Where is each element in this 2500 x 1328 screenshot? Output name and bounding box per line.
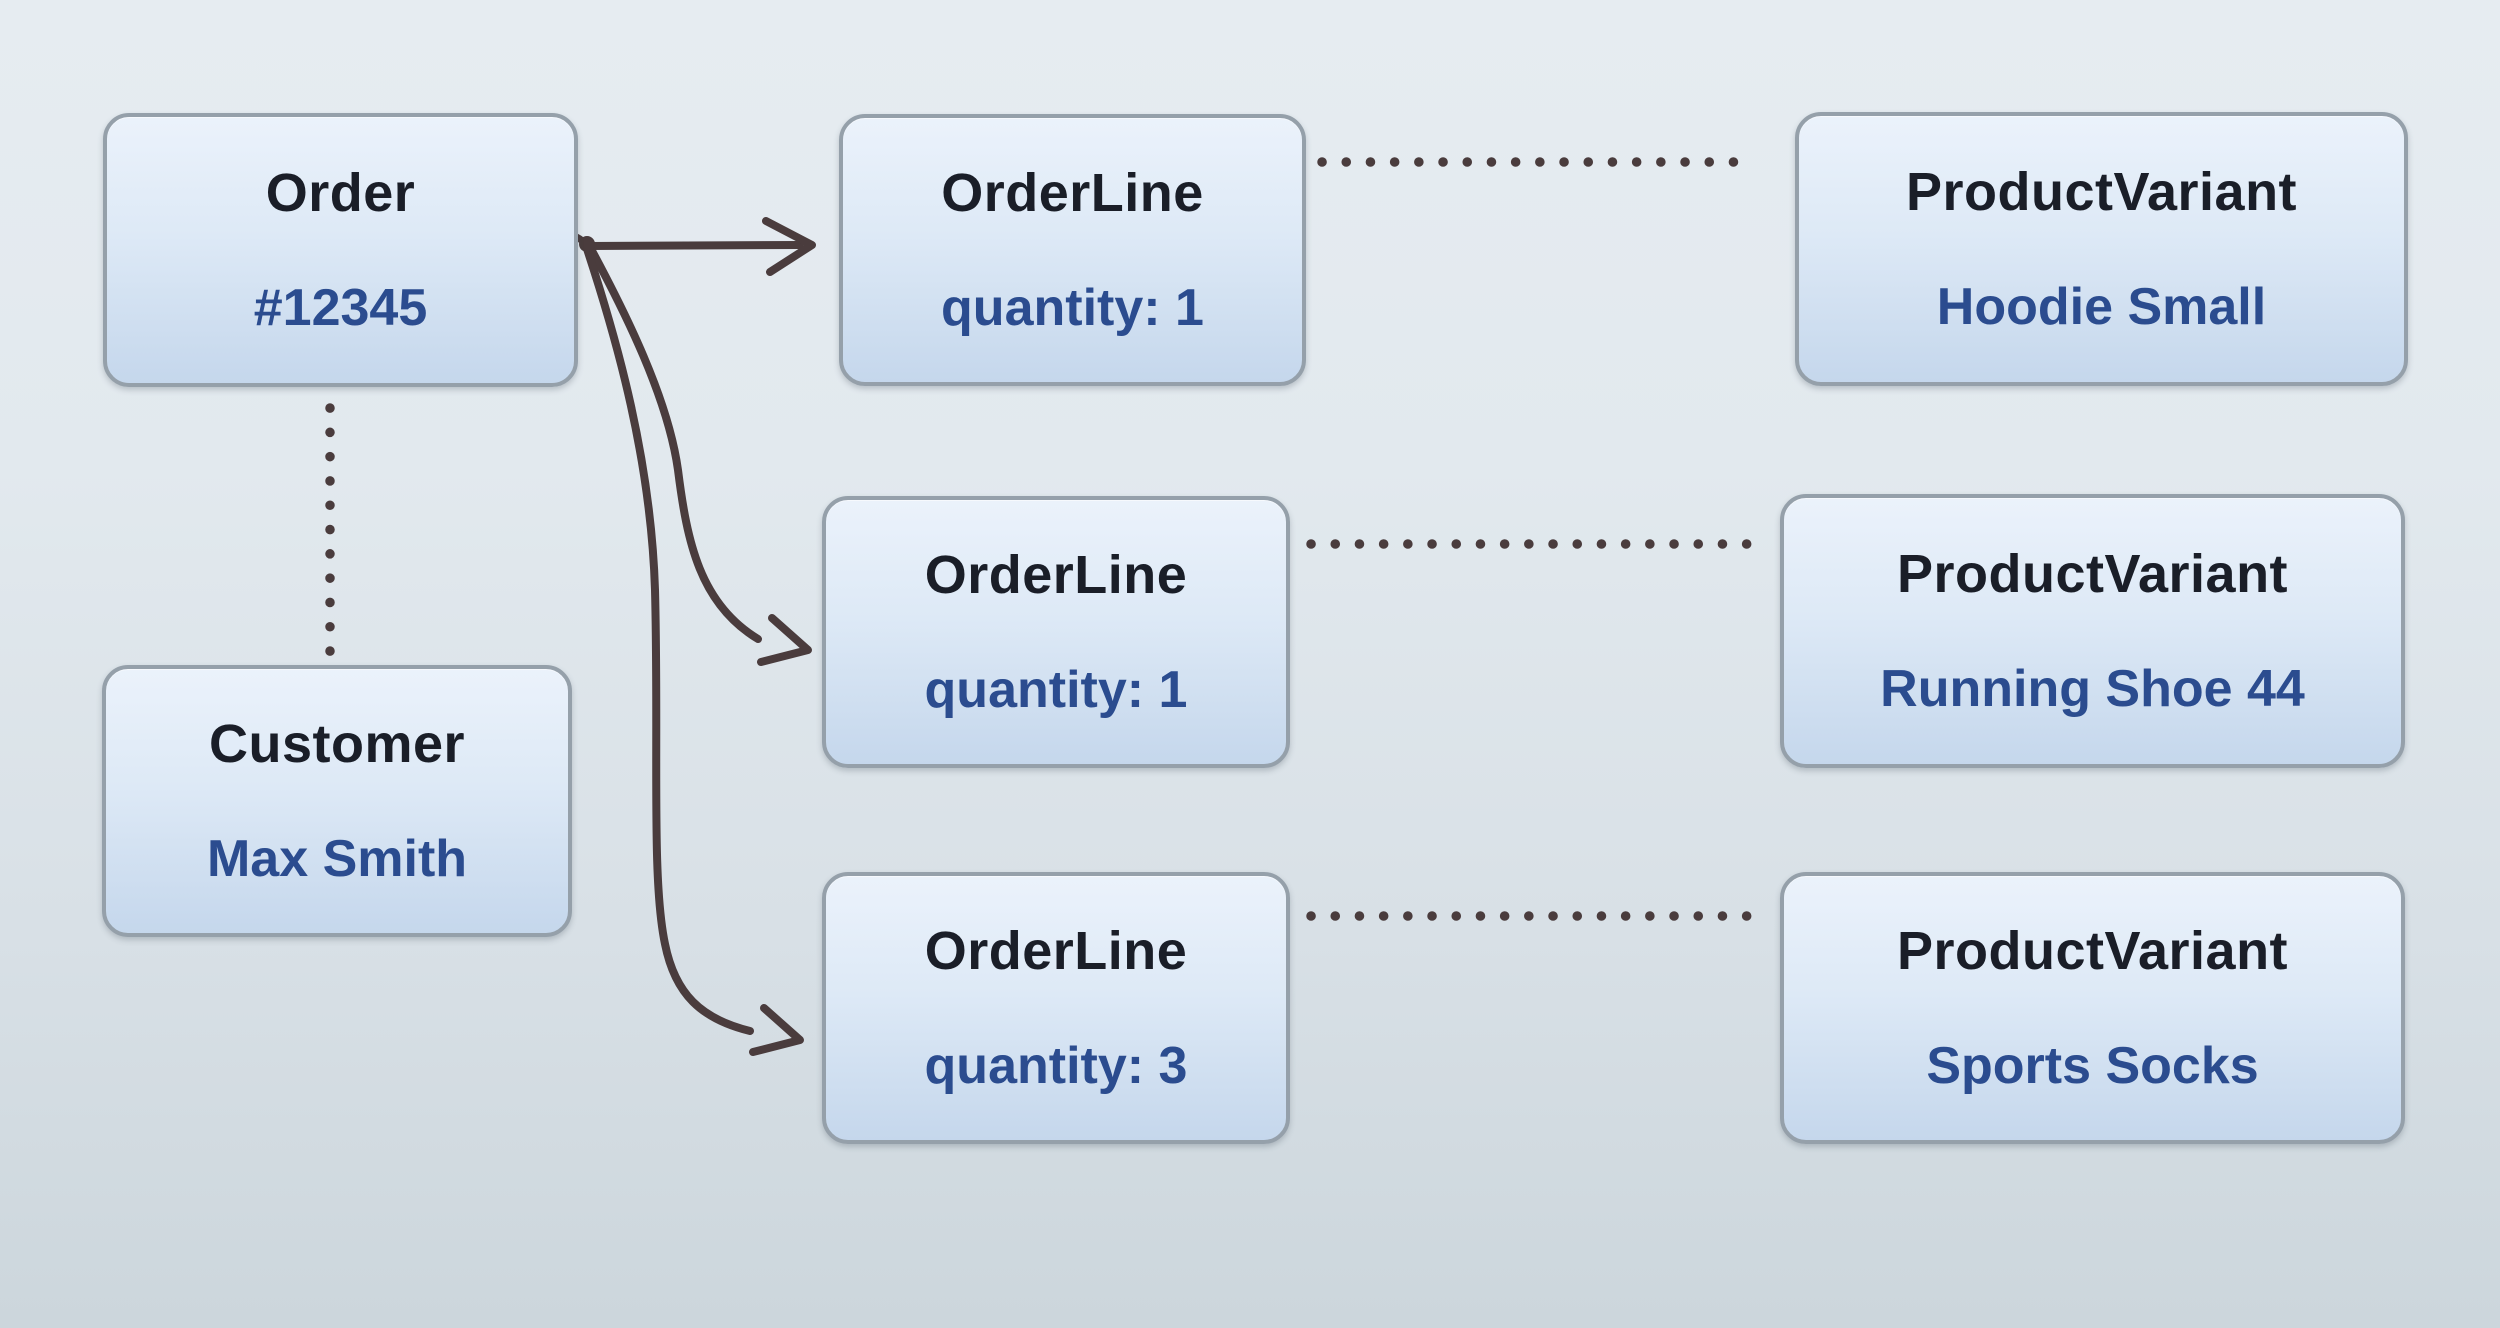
edge-order-orderline3-arrow <box>583 245 804 1056</box>
node-orderline-1-title: OrderLine <box>941 163 1204 223</box>
node-customer: Customer Max Smith <box>102 665 572 937</box>
node-orderline-1: OrderLine quantity: 1 <box>839 114 1306 386</box>
node-orderline-1-value: quantity: 1 <box>941 279 1204 337</box>
node-orderline-3: OrderLine quantity: 3 <box>822 872 1290 1144</box>
node-order-value: #12345 <box>253 279 428 337</box>
node-orderline-3-value: quantity: 3 <box>924 1037 1188 1095</box>
node-productvariant-3-value: Sports Socks <box>1926 1037 2259 1095</box>
node-productvariant-2: ProductVariant Running Shoe 44 <box>1780 494 2405 768</box>
edge-order-orderline2-arrow <box>586 243 812 666</box>
node-customer-value: Max Smith <box>206 830 468 888</box>
node-order-title: Order <box>265 163 416 223</box>
node-orderline-2-value: quantity: 1 <box>924 661 1188 719</box>
node-orderline-2-title: OrderLine <box>924 545 1188 605</box>
node-productvariant-1-title: ProductVariant <box>1905 162 2298 222</box>
node-orderline-2: OrderLine quantity: 1 <box>822 496 1290 768</box>
edge-order-orderline1-arrow <box>586 217 816 276</box>
node-order: Order #12345 <box>103 113 578 387</box>
node-productvariant-1: ProductVariant Hoodie Small <box>1795 112 2408 386</box>
node-productvariant-3: ProductVariant Sports Socks <box>1780 872 2405 1144</box>
node-customer-title: Customer <box>208 714 466 774</box>
node-orderline-3-title: OrderLine <box>924 921 1188 981</box>
node-productvariant-3-title: ProductVariant <box>1896 921 2289 981</box>
node-productvariant-2-value: Running Shoe 44 <box>1880 660 2305 718</box>
node-productvariant-1-value: Hoodie Small <box>1936 278 2267 336</box>
node-productvariant-2-title: ProductVariant <box>1896 544 2289 604</box>
